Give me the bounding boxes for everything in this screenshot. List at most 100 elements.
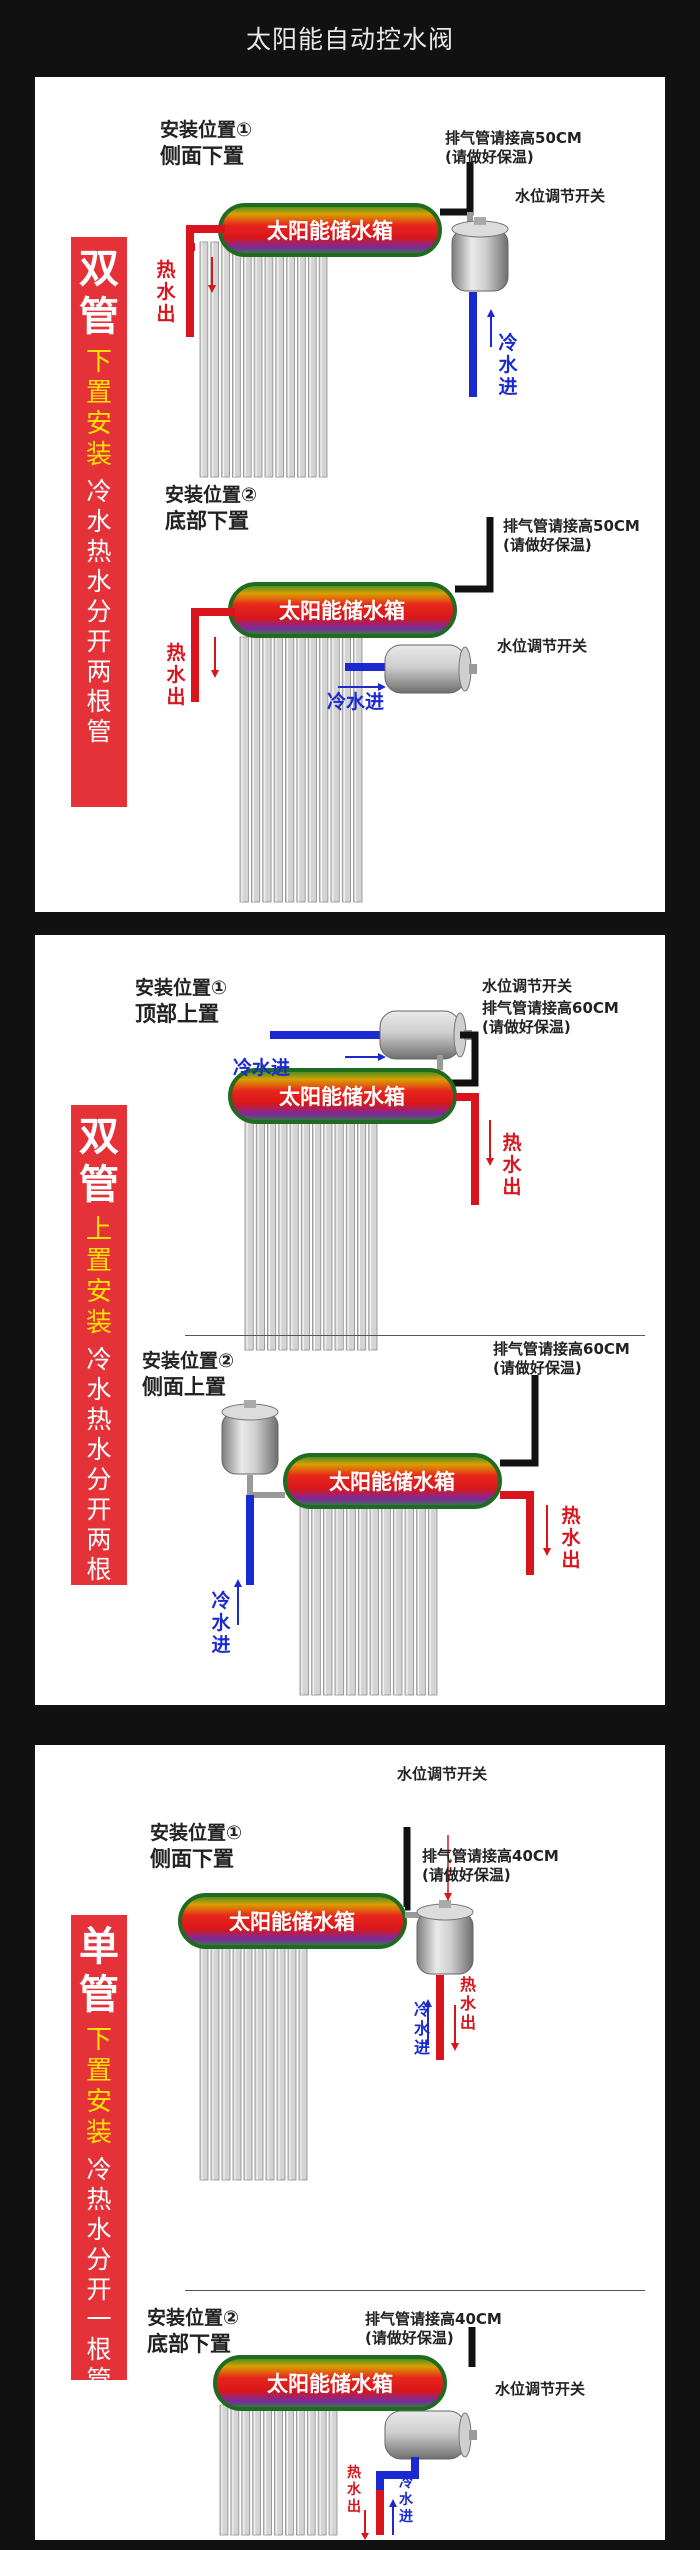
hot-flow-arrowhead (486, 1158, 494, 1166)
vacuum-tube (312, 1094, 322, 1351)
vacuum-tube (232, 1924, 242, 2181)
position-label: 安装位置② 底部下置 (165, 484, 258, 533)
hot-water-out-label: 热水出 (502, 1132, 522, 1198)
vacuum-tube (381, 1489, 391, 1696)
solar-tubes (199, 1924, 308, 2181)
vacuum-tube (219, 2404, 229, 2536)
vacuum-tube (275, 241, 285, 478)
cold-flow-arrowhead (487, 309, 495, 317)
side-subtitle: 上置安装 (85, 1215, 112, 1338)
section-divider (185, 2290, 645, 2291)
vacuum-tube (319, 636, 329, 903)
valve-note: 水位调节开关 (515, 187, 606, 205)
side-title: 单管 (79, 1924, 119, 2018)
exhaust-note: 排气管请接高40CM (请做好保温) (365, 2310, 502, 2347)
vacuum-tube (296, 636, 306, 903)
vacuum-tube (295, 2404, 305, 2536)
vacuum-tube (322, 1489, 333, 1696)
side-subtitle: 下置安装 (85, 347, 112, 470)
solar-tank (283, 1453, 502, 1509)
vacuum-tube (273, 636, 283, 903)
vacuum-tube (242, 241, 252, 478)
section-divider (185, 1335, 645, 1336)
vacuum-tube (300, 1094, 310, 1351)
vacuum-tube (416, 1489, 426, 1696)
vacuum-tube (244, 1094, 254, 1351)
hot-water-out-label: 热水出 (459, 1975, 476, 2032)
vacuum-tube (392, 1489, 403, 1696)
position-label: 安装位置① 顶部上置 (135, 977, 228, 1026)
vacuum-tube (328, 2404, 338, 2536)
exhaust-note: 排气管请接高60CM (请做好保温) (493, 1340, 630, 1377)
valve-connector (247, 1475, 285, 1498)
vacuum-tube (311, 1489, 321, 1696)
solar-tank (178, 1893, 407, 1949)
hot-pipe (455, 1093, 479, 1205)
vacuum-tube (232, 241, 241, 478)
water-level-valve (451, 217, 509, 292)
vacuum-tube (357, 1489, 368, 1696)
vacuum-tube (254, 1924, 264, 2181)
cold-flow-arrowhead (378, 1053, 386, 1061)
exhaust-pipe (403, 1827, 411, 1911)
panel-single-pipe-bottom: 单管 下置安装 冷热水分开一根管 太阳能储水箱 太阳能储水箱 水位调节开关 安装… (35, 1745, 665, 2540)
hot-pipe-down (186, 243, 195, 337)
vacuum-tube (230, 2404, 240, 2536)
vacuum-tube (330, 636, 340, 903)
hot-flow-arrowhead (543, 1548, 551, 1556)
valve-note: 水位调节开关 (497, 637, 588, 655)
side-title: 双管 (79, 1114, 119, 1208)
panel-double-pipe-bottom: 双管 下置安装 冷水热水分开两根管 太阳能储水箱 太阳能储水箱 安装位置① 侧面… (35, 77, 665, 912)
valve-note-top: 水位调节开关 (397, 1765, 488, 1783)
solar-tubes (244, 1094, 378, 1351)
page-title: 太阳能自动控水阀 (245, 25, 454, 54)
tank-label: 太阳能储水箱 (329, 1470, 455, 1494)
tank-label: 太阳能储水箱 (267, 219, 393, 243)
side-description: 冷水热水分开两根管 (86, 1345, 112, 1614)
water-level-valve (384, 644, 477, 694)
side-banner: 双管 下置安装 冷水热水分开两根管 (71, 237, 127, 807)
position-label: 安装位置① 侧面下置 (150, 1822, 243, 1871)
vacuum-tube (285, 636, 295, 903)
exhaust-note: 排气管请接高50CM (请做好保温) (445, 129, 582, 166)
vacuum-tube (221, 241, 230, 478)
side-description: 冷热水分开一根管 (86, 2155, 112, 2394)
cold-water-in-label: 冷水进 (327, 691, 385, 713)
valve-note: 水位调节开关 (482, 977, 573, 995)
tank-label: 太阳能储水箱 (279, 599, 405, 623)
hot-flow-arrowhead (211, 670, 219, 678)
vacuum-tube (307, 241, 317, 478)
vacuum-tube (317, 2404, 327, 2536)
hot-flow-arrowhead (451, 2043, 459, 2051)
panel-double-pipe-top: 双管 上置安装 冷水热水分开两根管 太阳能储水箱 太阳能储水箱 安装位置① 顶部… (35, 935, 665, 1705)
vacuum-tube (298, 1924, 308, 2181)
cold-water-in-label: 冷水进 (399, 2475, 413, 2525)
exhaust-pipe (500, 1375, 539, 1467)
side-subtitle: 下置安装 (85, 2025, 112, 2148)
cold-water-in-label: 冷水进 (498, 332, 518, 398)
vacuum-tube (263, 2404, 272, 2536)
cold-flow-arrowhead (389, 2499, 397, 2507)
vacuum-tube (252, 2404, 262, 2536)
vacuum-tube (334, 1094, 344, 1351)
water-level-valve (384, 2410, 477, 2460)
tank-label: 太阳能储水箱 (279, 1085, 405, 1109)
vacuum-tube (199, 1924, 209, 2181)
vacuum-tube (243, 1924, 253, 2181)
vacuum-tube (286, 241, 295, 478)
vacuum-tube (346, 1489, 356, 1696)
hot-pipe (500, 1491, 534, 1575)
cold-flow-arrowhead (424, 1999, 432, 2007)
vacuum-tube (306, 2404, 316, 2536)
exhaust-pipe (440, 162, 474, 216)
hot-water-out-label: 热水出 (347, 2465, 361, 2515)
vacuum-tube (323, 1094, 333, 1351)
vacuum-tube (341, 636, 352, 903)
vacuum-tube (241, 2404, 251, 2536)
vacuum-tube (239, 636, 249, 903)
cold-water-in-label: 冷水进 (233, 1057, 291, 1079)
exhaust-pipe (440, 1031, 479, 1087)
water-level-valve (221, 1400, 279, 1475)
position-label: 安装位置② 底部下置 (147, 2307, 240, 2356)
exhaust-note: 排气管请接高60CM (请做好保温) (482, 999, 619, 1036)
